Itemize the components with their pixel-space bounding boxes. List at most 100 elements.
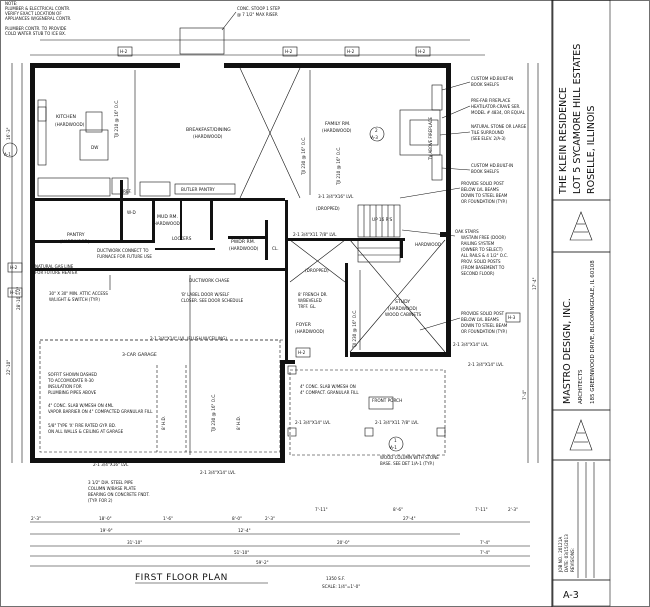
dimension: 27'-4"	[403, 516, 416, 521]
tag-h2: H-2	[298, 350, 306, 355]
note-line: APPLIANCES W/GENERAL CONTR.	[5, 16, 71, 21]
interior-walls	[35, 180, 405, 364]
kitchen-cabinets: DW REF. BUTLER PANTRY	[37, 99, 236, 197]
note-line: BASE. SEE DET 1/A-1 (TYP.)	[380, 461, 435, 466]
note-line: MODEL # 4834, OR EQUAL	[471, 110, 526, 115]
note-line: HEATILATOR-CRAVE SER.	[471, 104, 520, 109]
tag-h2: H-2	[418, 49, 426, 54]
fireplace	[399, 84, 443, 181]
tag-h2: H-2	[285, 49, 293, 54]
section-ref: A-1	[4, 152, 11, 157]
note-line: ON ALL WALLS & CEILING AT GARAGE	[48, 429, 124, 434]
note-line: PLUMBER CONTR. TO PROVIDE	[5, 26, 67, 31]
note-line: NOTE:	[5, 1, 17, 6]
door-label: 8' H.D.	[236, 416, 241, 430]
stair-finish-label: HARDWOOD	[415, 242, 441, 247]
room-name: KITCHEN	[56, 114, 76, 120]
note-line: PROV. SOLID POSTS	[461, 259, 501, 264]
note-line: OR FOUNDATION (TYP.)	[461, 329, 508, 334]
note-line: ALL RAILS & 4 1/2" O.C.	[461, 253, 508, 258]
butler-pantry-counter	[174, 183, 236, 195]
sheet-number: A-3	[563, 590, 579, 601]
dimension: 19'-9"	[100, 528, 113, 533]
note-line: SECOND FLOOR)	[461, 271, 495, 276]
note-line: NATURAL STONE OR LARGE	[471, 124, 527, 129]
tag-h1: H-1	[10, 290, 18, 295]
dimension: 51'-10"	[234, 550, 249, 555]
room-name: FOYER	[296, 322, 312, 328]
firm-logo-icon	[569, 211, 593, 241]
room-floor: (HARDWOOD)	[295, 329, 325, 334]
note-line: (TYP. FOR 2)	[88, 498, 113, 503]
drawing-area: 1350 S.F.	[326, 576, 345, 581]
study-note: (HARDWOOD)	[388, 306, 418, 311]
dropped-label: (DROPPED)	[316, 206, 340, 211]
dimension: 59'-2"	[256, 560, 269, 565]
left-notes: NATURAL GAS LINE FOR FUTURE HEATER DUCTW…	[35, 248, 439, 503]
firm-line: ARCHITECTS	[578, 369, 584, 404]
joist-label: TJI 210 @ 16" O.C.	[336, 147, 341, 187]
note-line: DUCTWORK CONNECT TO	[97, 248, 149, 253]
note-line: 5/8" TYPE 'X' FIRE RATED GYP. BD.	[48, 423, 116, 428]
joist-label: TJI 230 @ 16" O.C.	[352, 310, 357, 350]
room-name: 3-CAR GARAGE	[122, 352, 157, 358]
note-line: PLUMBER & ELECTRICAL CONTR.	[5, 6, 70, 11]
title-block: THE KLEIN RESIDENCE LOT 5 SYCAMORE HILL …	[552, 0, 611, 607]
note-line: COLD WATER STUB TO ICE BX.	[5, 31, 66, 36]
firm-line: 185 GREENWOOD DRIVE, BLOOMINGDALE, IL 60…	[590, 260, 596, 404]
note-line: PLUMBING PIPES ABOVE	[48, 390, 97, 395]
joist-label: TJI 230 @ 16" O.C.	[301, 137, 306, 177]
note-line: SOFFIT SHOWN DASHED	[48, 372, 97, 377]
room-floor: (HARDWOOD)	[193, 134, 223, 139]
washer-dryer-label: W-D	[127, 210, 136, 215]
note-line: PROVIDE SOLID POST	[461, 311, 505, 316]
note-line: BEARING ON CONCRETE FNDT.	[88, 492, 150, 497]
refrigerator-label: REF.	[123, 189, 132, 194]
dimension: 2'-3"	[508, 507, 518, 512]
rear-stoop	[179, 27, 225, 55]
room-floor: (HARDWOOD)	[55, 122, 85, 127]
note-line: CUSTOM HD.BUILT-IN	[471, 163, 513, 168]
note-line: W/LIGHT & SWITCH (TYP.)	[49, 297, 100, 302]
tag-h2: H-2	[347, 49, 355, 54]
bottom-dimensions: 2'-3" 18'-0" 1'-6" 8'-0" 2'-3" 7'-11" 8'…	[30, 507, 530, 567]
note-line: COLUMN W/BASE PLATE	[88, 486, 136, 491]
beam-label: 2-1 3/4"X11 7/8" LVL	[375, 420, 419, 425]
beam-label: 2-1 3/4"X14" LVL	[453, 342, 489, 347]
dimension: 2'-3"	[265, 516, 275, 521]
note-line: BELOW LVL BEAMS	[461, 187, 499, 192]
room-name: MUD RM.	[157, 214, 178, 220]
note-line: W/BEVELED	[298, 298, 322, 303]
room-name: BREAKFAST/DINING	[186, 127, 231, 133]
note-line: PRE-FAB FIREPLACE	[471, 98, 511, 103]
dimension: 7'-4"	[480, 540, 490, 545]
note-line: OR FOUNDATION (TYP.)	[461, 199, 508, 204]
closet-label: CL.	[272, 246, 279, 251]
stoop-note-line: CONC. STOOP 1 STEP	[237, 6, 281, 11]
soffit-outline	[39, 339, 281, 453]
exterior-walls	[30, 63, 451, 463]
firm-seal-icon	[569, 419, 593, 451]
dimension: 22'-10"	[6, 360, 11, 375]
dimension: 1'-6"	[163, 516, 173, 521]
note-line: 8' FRENCH DR.	[298, 292, 328, 297]
stoop-note-line: @ 7 1/2" MAX RISER	[237, 12, 278, 17]
job-info: DATE: 03/15/2013	[564, 534, 569, 572]
dimension: 20'-0"	[337, 540, 350, 545]
note-line: BOOK SHELFS	[471, 169, 499, 174]
note-line: FURNACE FOR FUTURE USE	[97, 254, 152, 259]
drawing-scale: SCALE: 1/4"=1'-0"	[322, 584, 360, 589]
note-line: TILE SURROUND	[470, 130, 504, 135]
note-line: RAILING SYSTEM	[461, 241, 495, 246]
drawing-title: FIRST FLOOR PLAN	[135, 573, 228, 583]
job-info: REVISIONS:	[570, 548, 575, 572]
header-tags-top: H-2 H-2 H-2 H-2 H-2 H-1 H-3 H-2	[7, 46, 521, 358]
note-line: VAPOR BARRIER ON 4" COMPACTED GRANULAR F…	[48, 409, 153, 414]
joist-lines	[109, 70, 361, 455]
note-line: BELOW LVL BEAMS	[461, 317, 499, 322]
dishwasher-label: DW	[91, 145, 98, 150]
beam-callouts: 3-1 3/4"X16" LVL 2-1 3/4"X11 7/8" LVL 2-…	[93, 194, 504, 475]
project-line: THE KLEIN RESIDENCE	[558, 87, 569, 195]
room-name: FAMILY RM.	[325, 121, 351, 127]
